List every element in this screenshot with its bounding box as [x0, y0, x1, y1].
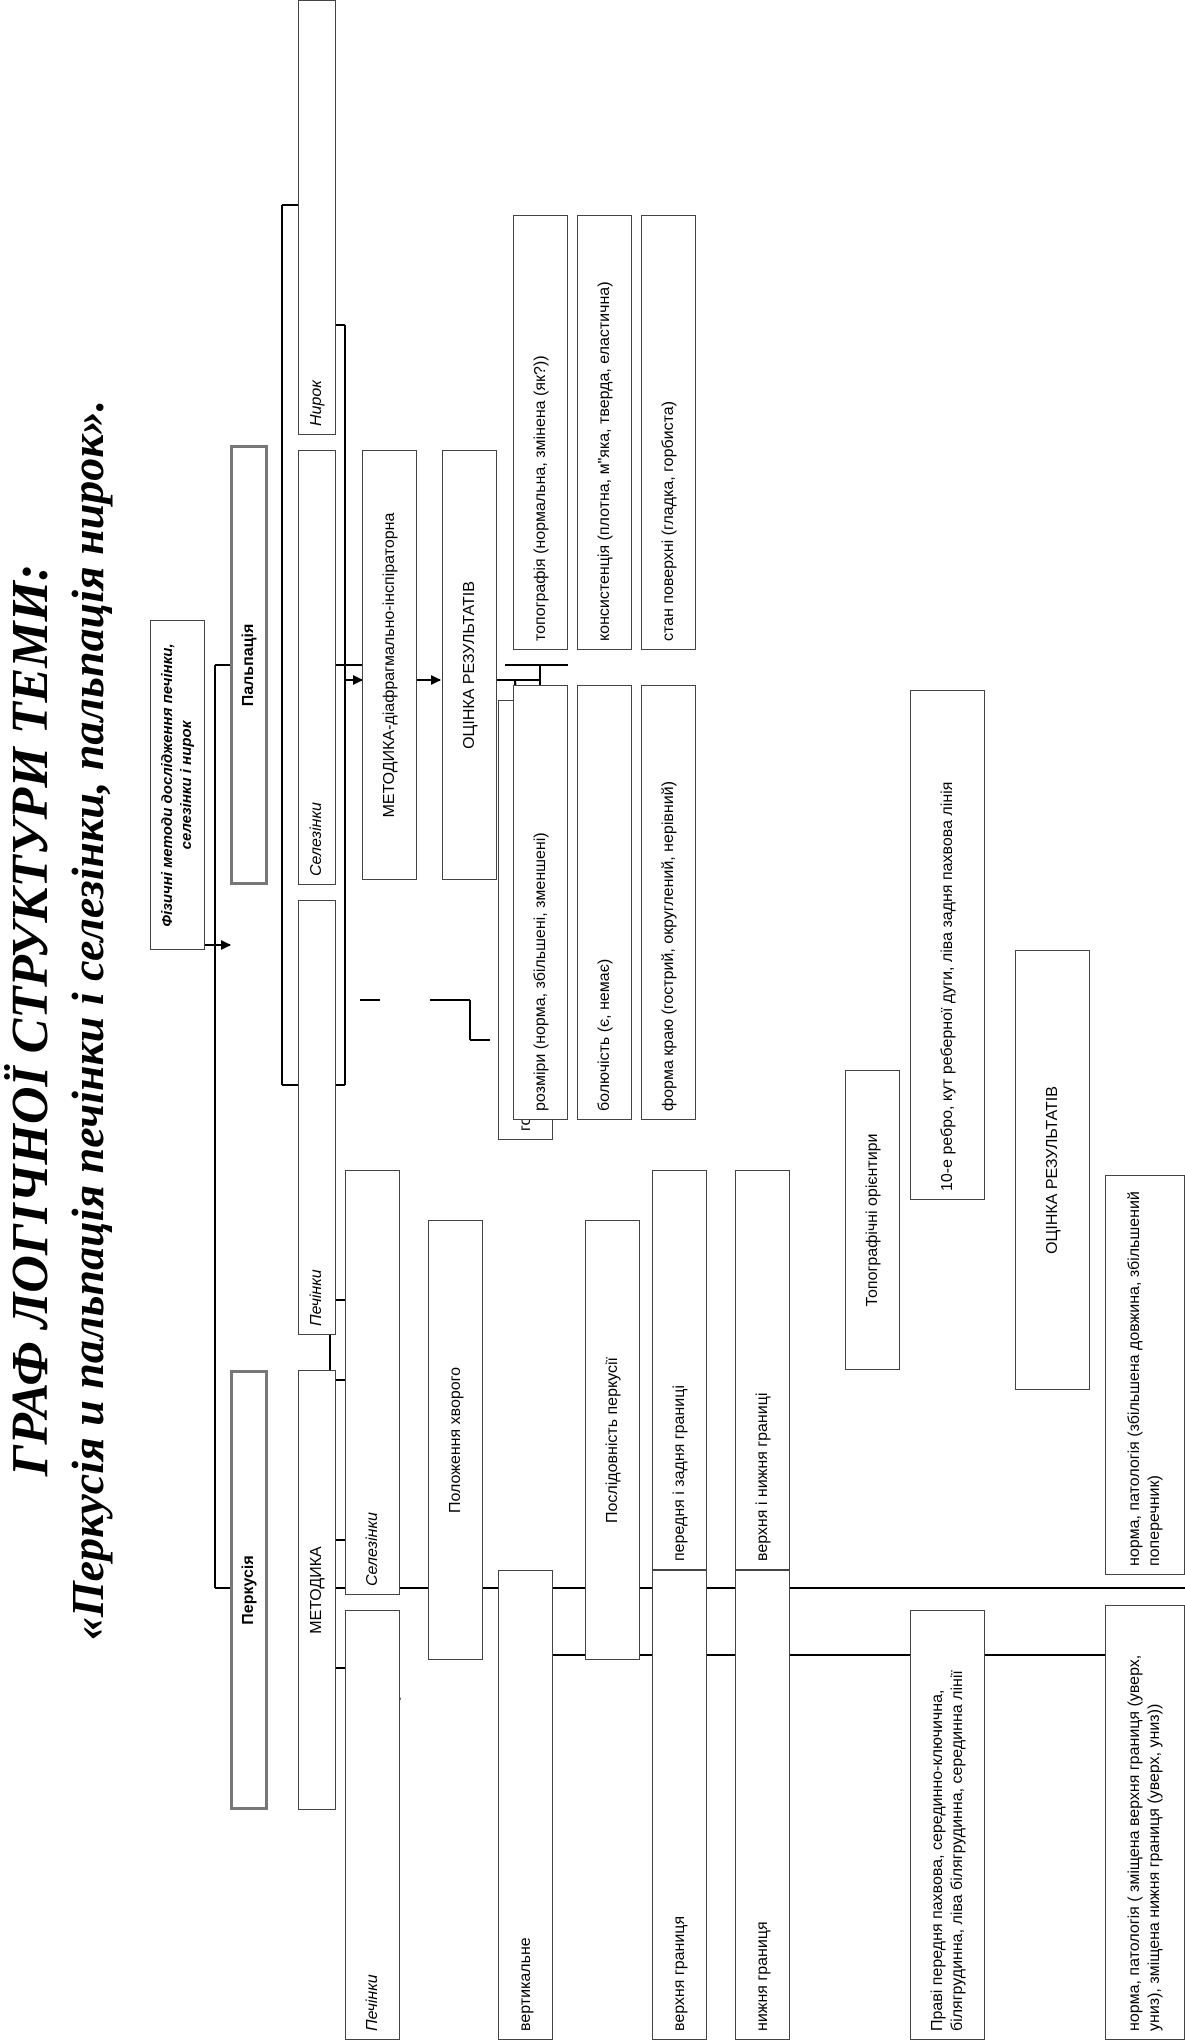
consistency-box: консистенція (плотна, м"яка, тверда, ела…	[577, 215, 632, 650]
percussion-spleen-box: Селезінки	[345, 1170, 400, 1595]
palpation-liver-box: Печінки	[298, 900, 336, 1335]
root-box: Фізичні методи дослідження печінки, селе…	[150, 620, 205, 950]
topo-landmarks-box: Топографічні орієнтири	[845, 1070, 900, 1370]
lower-border-box: нижня границя	[735, 1570, 790, 2040]
palpation-box: Пальпація	[230, 445, 268, 885]
palpation-method-box: МЕТОДИКА-діафрагмально-інспіраторна	[362, 450, 417, 880]
percussion-results-liver-box: норма, патологія ( зміщена верхня границ…	[1105, 1605, 1185, 2040]
patient-position-box: Положення хворого	[428, 1220, 483, 1660]
percussion-liver-box: Печінки	[345, 1610, 400, 2040]
upper-border-box: верхня границя	[652, 1570, 707, 2040]
topography-box: топографія (нормальна, змінена (як?))	[513, 215, 568, 650]
topo-liver-box: Праві передня пахвова, серединно-ключичн…	[910, 1610, 985, 2040]
size-box: розміри (норма, збільшені, зменшені)	[513, 685, 568, 1120]
position-vertical-box: вертикальне	[498, 1570, 553, 2040]
upper-lower-border-box: верхня і нижня границі	[735, 1170, 790, 1570]
percussion-method-box: МЕТОДИКА	[298, 1370, 336, 1810]
percussion-box: Перкусія	[230, 1370, 268, 1810]
surface-box: стан поверхні (гладка, горбиста)	[641, 215, 696, 650]
topo-spleen-box: 10-е ребро, кут реберної дуги, ліва задн…	[910, 690, 985, 1200]
percussion-sequence-box: Послідовність перкусії	[585, 1220, 640, 1660]
palpation-kidney-box: Нирок	[298, 0, 336, 435]
percussion-results-box: ОЦІНКА РЕЗУЛЬТАТІВ	[1015, 950, 1090, 1390]
palpation-results-box: ОЦІНКА РЕЗУЛЬТАТІВ	[442, 450, 497, 880]
pain-box: болючість (є, немає)	[577, 685, 632, 1120]
front-back-border-box: передня і задня границі	[652, 1170, 707, 1570]
edge-box: форма краю (гострий, округлений, нерівни…	[641, 685, 696, 1120]
percussion-results-spleen-box: норма, патологія (збільшена довжина, збі…	[1105, 1175, 1185, 1575]
palpation-spleen-box: Селезінки	[298, 450, 336, 885]
